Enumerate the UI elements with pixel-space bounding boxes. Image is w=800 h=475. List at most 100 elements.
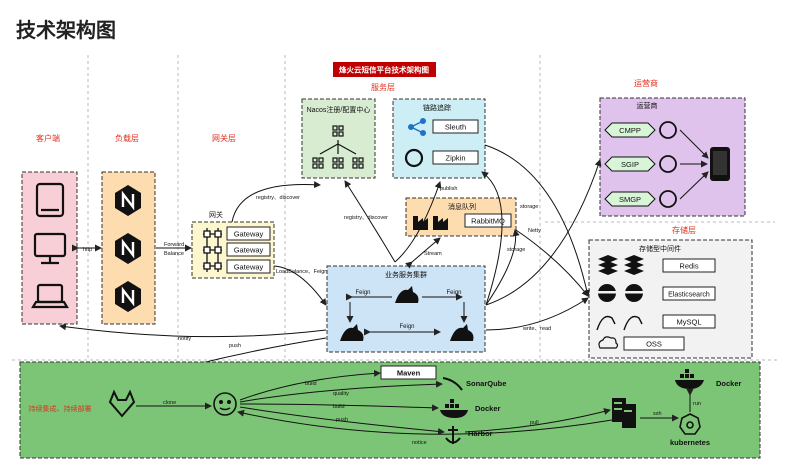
edge-registry-2: registry、discover — [344, 215, 388, 221]
layer-label-load: 负载层 — [115, 133, 139, 143]
nginx-icon — [115, 185, 141, 216]
edge-publish: publish — [440, 186, 457, 192]
gateway-item-3: Gateway — [234, 263, 264, 272]
mq-box: 消息队列 RabbitMQ — [405, 197, 517, 237]
edge-http: http — [83, 247, 92, 253]
edge-run: run — [693, 401, 701, 407]
operator-box: 运营商 CMPP SGIP SMGP — [599, 97, 746, 217]
server-rack-icon — [612, 398, 636, 428]
storage-redis: Redis — [679, 262, 698, 271]
tracing-sleuth: Sleuth — [445, 123, 466, 132]
nacos-box: Nacos注册/配置中心 — [301, 98, 376, 179]
edge-push: push — [229, 343, 241, 349]
kubernetes-icon — [679, 413, 701, 435]
edge-clone: clone — [163, 400, 176, 406]
feign-label-1: Feign — [355, 290, 370, 296]
layer-label-gateway: 网关层 — [212, 133, 236, 143]
edge-write-read: write、read — [522, 326, 551, 332]
elasticsearch-icon — [598, 284, 643, 302]
tracing-box: 链路追踪 Sleuth Zipkin — [392, 98, 486, 179]
edge-build-1: build — [305, 381, 317, 387]
sleuth-icon — [408, 118, 426, 136]
feign-cat-icon — [340, 286, 474, 341]
storage-mysql: MySQL — [676, 318, 701, 327]
banner-box — [333, 62, 436, 77]
cicd-docker-right: Docker — [716, 379, 742, 388]
protocol-cmpp: CMPP — [619, 126, 641, 135]
sonarqube-icon — [442, 377, 463, 391]
edge-netty: Netty — [528, 228, 541, 234]
gateway-title: 网关 — [209, 210, 223, 219]
edge-build-2: build — [333, 404, 345, 410]
mq-title: 消息队列 — [448, 202, 476, 211]
edge-quality: quality — [333, 391, 349, 397]
edge-storage-2: storage — [507, 247, 525, 253]
zipkin-icon — [404, 148, 424, 168]
load-box — [101, 171, 156, 325]
redis-icon — [598, 255, 644, 275]
docker-icon — [440, 399, 468, 418]
edge-labels: http Forward Balance registry、discover r… — [83, 186, 551, 349]
cicd-title: 持续集成、持续部署 — [29, 404, 92, 413]
tracing-title: 链路追踪 — [423, 103, 451, 112]
feign-label-3: Feign — [399, 324, 414, 330]
gateway-box: 网关 Gateway Gateway Gateway — [191, 210, 275, 279]
gitlab-icon — [108, 389, 136, 418]
edge-ssh: ssh — [653, 411, 662, 417]
layer-label-operator: 运营商 — [634, 78, 658, 88]
tablet-icon — [35, 182, 65, 218]
nacos-node-icon — [312, 125, 364, 169]
tracing-zipkin: Zipkin — [445, 154, 465, 163]
feign-label-2: Feign — [446, 290, 461, 296]
edge-loadbalance: LoadBalance、Feign — [276, 269, 327, 275]
business-box: 业务服务集群 Feign Feign Feign — [326, 265, 486, 353]
cicd-docker: Docker — [475, 404, 501, 413]
layer-label-client: 客户端 — [36, 133, 60, 143]
jenkins-icon — [213, 392, 237, 416]
china-telecom-icon — [659, 190, 677, 208]
nginx-icon — [115, 233, 141, 264]
page-title: 技术架构图 — [16, 20, 116, 42]
cicd-maven: Maven — [397, 369, 421, 378]
storage-oss: OSS — [646, 340, 662, 349]
banner-text: 烽火云短信平台技术架构图 — [339, 65, 429, 75]
cloud-icon — [598, 336, 619, 349]
monitor-icon — [33, 232, 67, 265]
gateway-network-icon — [203, 228, 222, 272]
nginx-icon — [115, 281, 141, 312]
cicd-band: 持续集成、持续部署 Maven SonarQube Docker Harbor — [19, 361, 761, 459]
connector-lines — [59, 144, 602, 387]
cicd-sonarqube: SonarQube — [466, 379, 506, 388]
nacos-title: Nacos注册/配置中心 — [307, 105, 371, 114]
china-mobile-icon — [659, 121, 677, 139]
protocol-smgp: SMGP — [619, 195, 641, 204]
docker-right-icon — [675, 369, 704, 389]
layer-label-storage: 存储层 — [672, 225, 696, 235]
operator-title: 运营商 — [637, 101, 658, 110]
edge-registry-1: registry、discover — [256, 195, 300, 201]
gateway-item-1: Gateway — [234, 230, 264, 239]
harbor-icon — [445, 426, 461, 444]
gateway-item-2: Gateway — [234, 246, 264, 255]
protocol-sgip: SGIP — [621, 160, 639, 169]
edge-push-2: push — [336, 417, 348, 423]
edge-stream: Stream — [424, 251, 442, 257]
edge-forward: Forward — [164, 242, 184, 248]
edge-storage-1: storage — [520, 204, 538, 210]
mq-rabbitmq: RabbitMQ — [471, 217, 505, 226]
mysql-icon — [596, 315, 643, 331]
edge-pull: pull — [530, 420, 539, 426]
factory-icon — [413, 216, 448, 230]
storage-elasticsearch: Elasticsearch — [668, 292, 710, 299]
storage-box: 存储型中间件 Redis Elasticsearch MySQL — [588, 239, 753, 359]
cicd-kubernetes: kubernetes — [670, 438, 710, 447]
edge-balance: Balance — [164, 251, 184, 257]
layer-label-service: 服务层 — [371, 82, 395, 92]
edge-notice: notice — [412, 440, 427, 446]
phone-icon — [710, 147, 730, 181]
business-title: 业务服务集群 — [385, 270, 427, 279]
storage-title: 存储型中间件 — [639, 244, 681, 253]
column-dividers — [12, 55, 780, 361]
laptop-icon — [31, 283, 69, 309]
